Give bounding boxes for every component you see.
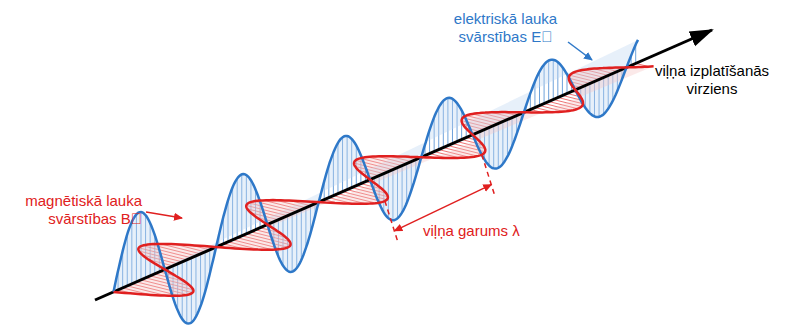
propagation-axis [95,30,712,300]
magnetic-label: magnētiskā lauka svārstības B⃗ [4,192,142,228]
electric-wave [114,40,639,324]
wavelength-guide [482,155,496,198]
magnetic-fill [114,66,654,295]
magnetic-leader [146,212,182,218]
wavelength-guide [385,201,399,244]
magnetic-wave [114,66,654,295]
wavelength-label: viļņa garums λ [423,222,553,240]
electric-leader [568,42,592,60]
electric-label: elektriskā lauka svārstības E⃗ [418,10,593,46]
direction-label: viļņa izplatīšanās virziens [636,62,788,98]
